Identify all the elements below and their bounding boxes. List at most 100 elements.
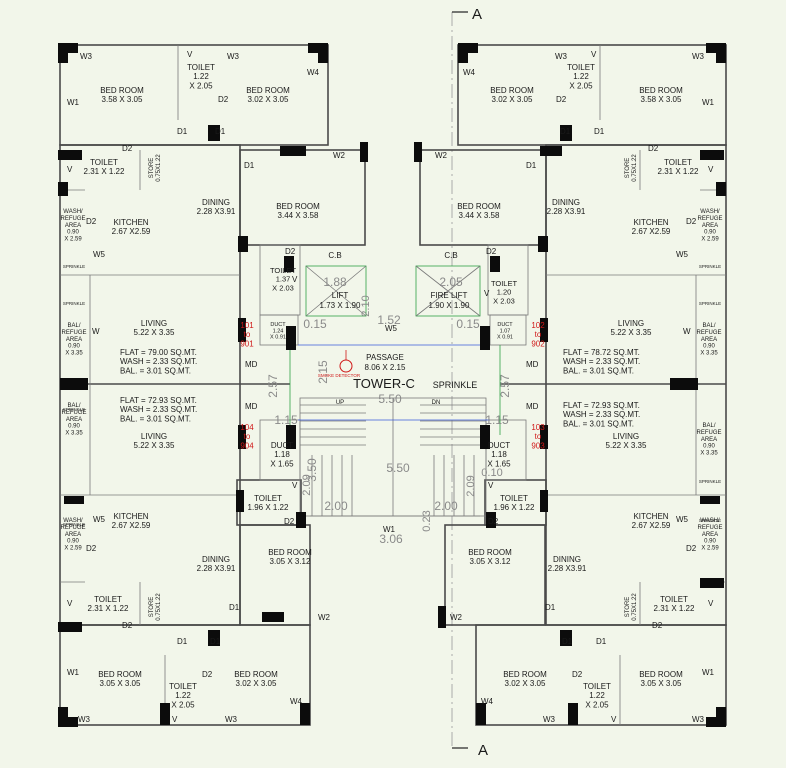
tag-w4-2: W4 bbox=[463, 68, 476, 77]
dim-015-left: 0.15 bbox=[303, 317, 327, 331]
tag-w-2: W bbox=[683, 327, 691, 336]
tag-d2-10: D2 bbox=[686, 544, 697, 553]
tag-v-3: V bbox=[67, 165, 73, 174]
tag-d2-16: D2 bbox=[572, 670, 583, 679]
store-tl: STORE0.75X1.22 bbox=[149, 154, 162, 182]
tag-w2-4: W2 bbox=[450, 613, 463, 622]
tag-w4-4: W4 bbox=[481, 697, 494, 706]
tag-w5-1: W5 bbox=[93, 250, 106, 259]
dim-350: 3.50 bbox=[305, 458, 319, 482]
tag-v-7: V bbox=[292, 481, 298, 490]
tag-w4-1: W4 bbox=[307, 68, 320, 77]
tag-d2-13: D2 bbox=[122, 621, 133, 630]
dim-257-right: 2.57 bbox=[498, 374, 512, 398]
tag-d2-9: D2 bbox=[86, 544, 97, 553]
tag-w3-4: W3 bbox=[555, 52, 568, 61]
tag-d1-6: D1 bbox=[526, 161, 537, 170]
tag-w3-3: W3 bbox=[692, 52, 705, 61]
tag-w1-1: W1 bbox=[67, 98, 80, 107]
fire-lift-label: FIRE LIFT bbox=[431, 291, 468, 300]
tag-w1-4: W1 bbox=[67, 668, 80, 677]
tag-d2-7: D2 bbox=[285, 247, 296, 256]
tag-w3-5: W3 bbox=[78, 715, 91, 724]
tag-v-2: V bbox=[591, 50, 597, 59]
dim-115-right: 1.15 bbox=[485, 413, 509, 427]
fire-lift-size: 1.90 X 1.90 bbox=[429, 301, 470, 310]
dim-200-right: 2.00 bbox=[434, 499, 458, 513]
columns bbox=[58, 43, 726, 727]
sprinkle-r2: SPRINKLE bbox=[699, 301, 721, 306]
tag-v-4: V bbox=[708, 165, 714, 174]
core-labels: TOWER-C PASSAGE 8.06 X 2.15 SMOKE DETECT… bbox=[270, 251, 513, 468]
tag-d1-11: D1 bbox=[562, 637, 573, 646]
opening-tags: W3 W3 W3 W3 W4 W4 W1 W1 D2 D2 D1 D1 D1 D… bbox=[67, 50, 715, 724]
store-br: STORE0.75X1.22 bbox=[625, 593, 638, 621]
area-101: FLAT = 79.00 SQ.MT.WASH = 2.33 SQ.MT.BAL… bbox=[120, 348, 197, 375]
tower-name: TOWER-C bbox=[353, 376, 415, 391]
tag-w1-5: W1 bbox=[702, 668, 715, 677]
sprinkle-tr: SPRINKLE bbox=[699, 264, 721, 269]
stair-up: UP bbox=[336, 400, 344, 406]
tag-w5-4: W5 bbox=[93, 515, 106, 524]
section-marker-bottom: A bbox=[478, 742, 488, 759]
tag-d2-5: D2 bbox=[86, 217, 97, 226]
tag-v-12: V bbox=[611, 715, 617, 724]
dim-200-left: 2.00 bbox=[324, 499, 348, 513]
tag-v-5: V bbox=[292, 275, 298, 284]
dim-209-right: 2.09 bbox=[465, 475, 477, 496]
tag-d1-3: D1 bbox=[560, 127, 571, 136]
tag-v-10: V bbox=[708, 599, 714, 608]
side-labels: STORE0.75X1.22 STORE0.75X1.22 STORE0.75X… bbox=[60, 154, 722, 621]
lift-size: 1.73 X 1.90 bbox=[320, 301, 361, 310]
tag-d2-4: D2 bbox=[648, 144, 659, 153]
lift-label: LIFT bbox=[332, 291, 349, 300]
passage-label: PASSAGE bbox=[366, 353, 404, 362]
dim-210: 2.10 bbox=[360, 295, 372, 316]
tag-w2-2: W2 bbox=[435, 151, 448, 160]
stair-dn: DN bbox=[432, 400, 441, 406]
tag-d1-4: D1 bbox=[594, 127, 605, 136]
dim-015-right: 0.15 bbox=[456, 317, 480, 331]
dimensions: 1.88 2.05 1.52 0.15 0.15 5.50 5.50 2.57 … bbox=[266, 275, 512, 546]
tag-w1-2: W1 bbox=[702, 98, 715, 107]
tag-v-8: V bbox=[488, 481, 494, 490]
tag-d2-15: D2 bbox=[202, 670, 213, 679]
